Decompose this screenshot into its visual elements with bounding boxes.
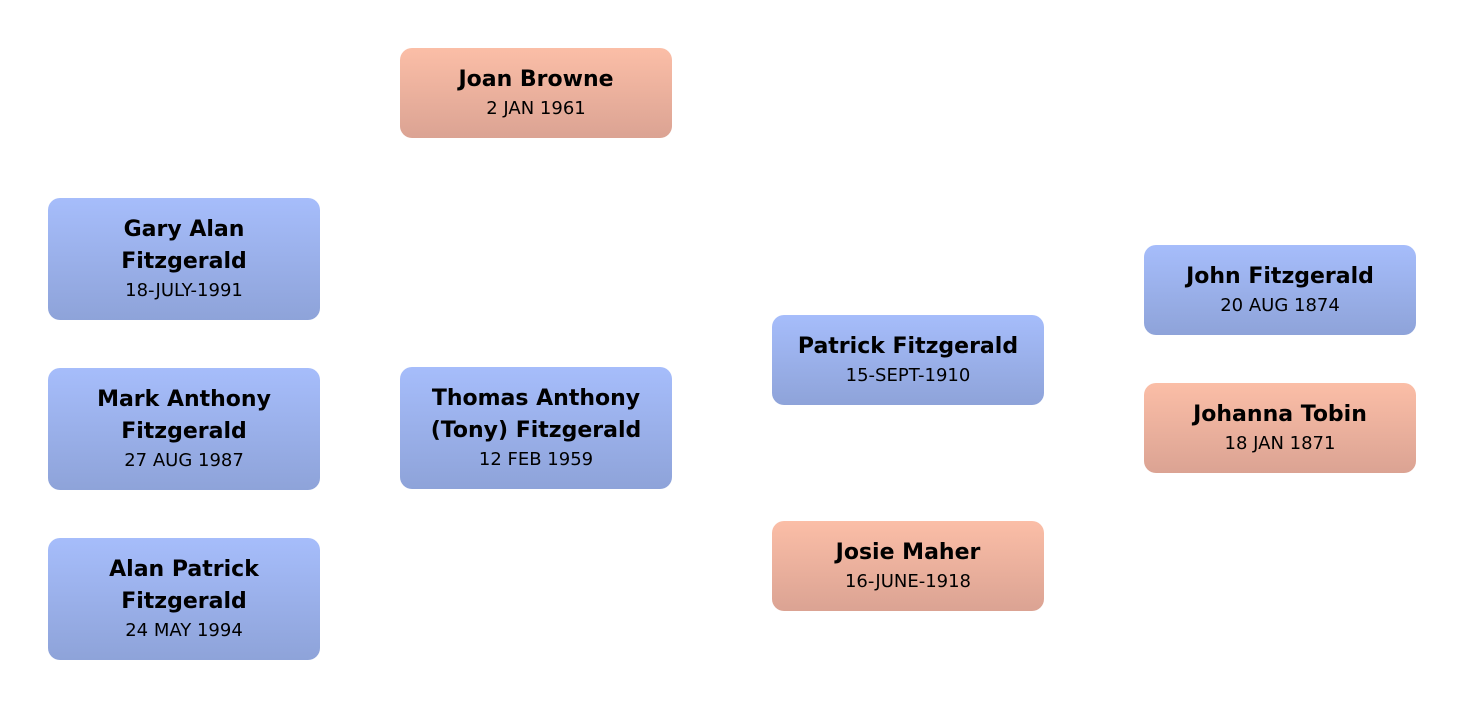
person-date: 24 MAY 1994	[125, 620, 243, 641]
person-date: 16-JUNE-1918	[844, 571, 972, 592]
person-name: Josie Maher	[835, 540, 981, 565]
person-card-alan-patrick-fitzgerald[interactable]: Alan Patrick Fitzgerald 24 MAY 1994	[48, 538, 320, 660]
person-name: John Fitzgerald	[1186, 264, 1374, 289]
person-card-thomas-anthony-fitzgerald[interactable]: Thomas Anthony (Tony) Fitzgerald 12 FEB …	[400, 367, 672, 489]
person-card-patrick-fitzgerald[interactable]: Patrick Fitzgerald 15-SEPT-1910	[772, 315, 1044, 405]
person-name: Johanna Tobin	[1193, 402, 1367, 427]
person-card-mark-anthony-fitzgerald[interactable]: Mark Anthony Fitzgerald 27 AUG 1987	[48, 368, 320, 490]
person-date: 18 JAN 1871	[1224, 433, 1336, 454]
person-name: Patrick Fitzgerald	[797, 334, 1019, 359]
person-card-john-fitzgerald[interactable]: John Fitzgerald 20 AUG 1874	[1144, 245, 1416, 335]
person-date: 27 AUG 1987	[124, 450, 244, 471]
person-name: Thomas Anthony (Tony) Fitzgerald	[430, 386, 642, 443]
person-name: Alan Patrick Fitzgerald	[109, 557, 259, 614]
person-card-joan-browne[interactable]: Joan Browne 2 JAN 1961	[400, 48, 672, 138]
person-date: 20 AUG 1874	[1220, 295, 1340, 316]
person-date: 18-JULY-1991	[125, 280, 243, 301]
person-date: 2 JAN 1961	[486, 98, 586, 119]
person-card-johanna-tobin[interactable]: Johanna Tobin 18 JAN 1871	[1144, 383, 1416, 473]
person-name: Gary Alan Fitzgerald	[121, 217, 247, 274]
person-date: 15-SEPT-1910	[845, 365, 971, 386]
person-date: 12 FEB 1959	[478, 449, 594, 470]
person-card-gary-alan-fitzgerald[interactable]: Gary Alan Fitzgerald 18-JULY-1991	[48, 198, 320, 320]
person-name: Mark Anthony Fitzgerald	[97, 387, 271, 444]
person-card-josie-maher[interactable]: Josie Maher 16-JUNE-1918	[772, 521, 1044, 611]
person-name: Joan Browne	[458, 67, 614, 92]
